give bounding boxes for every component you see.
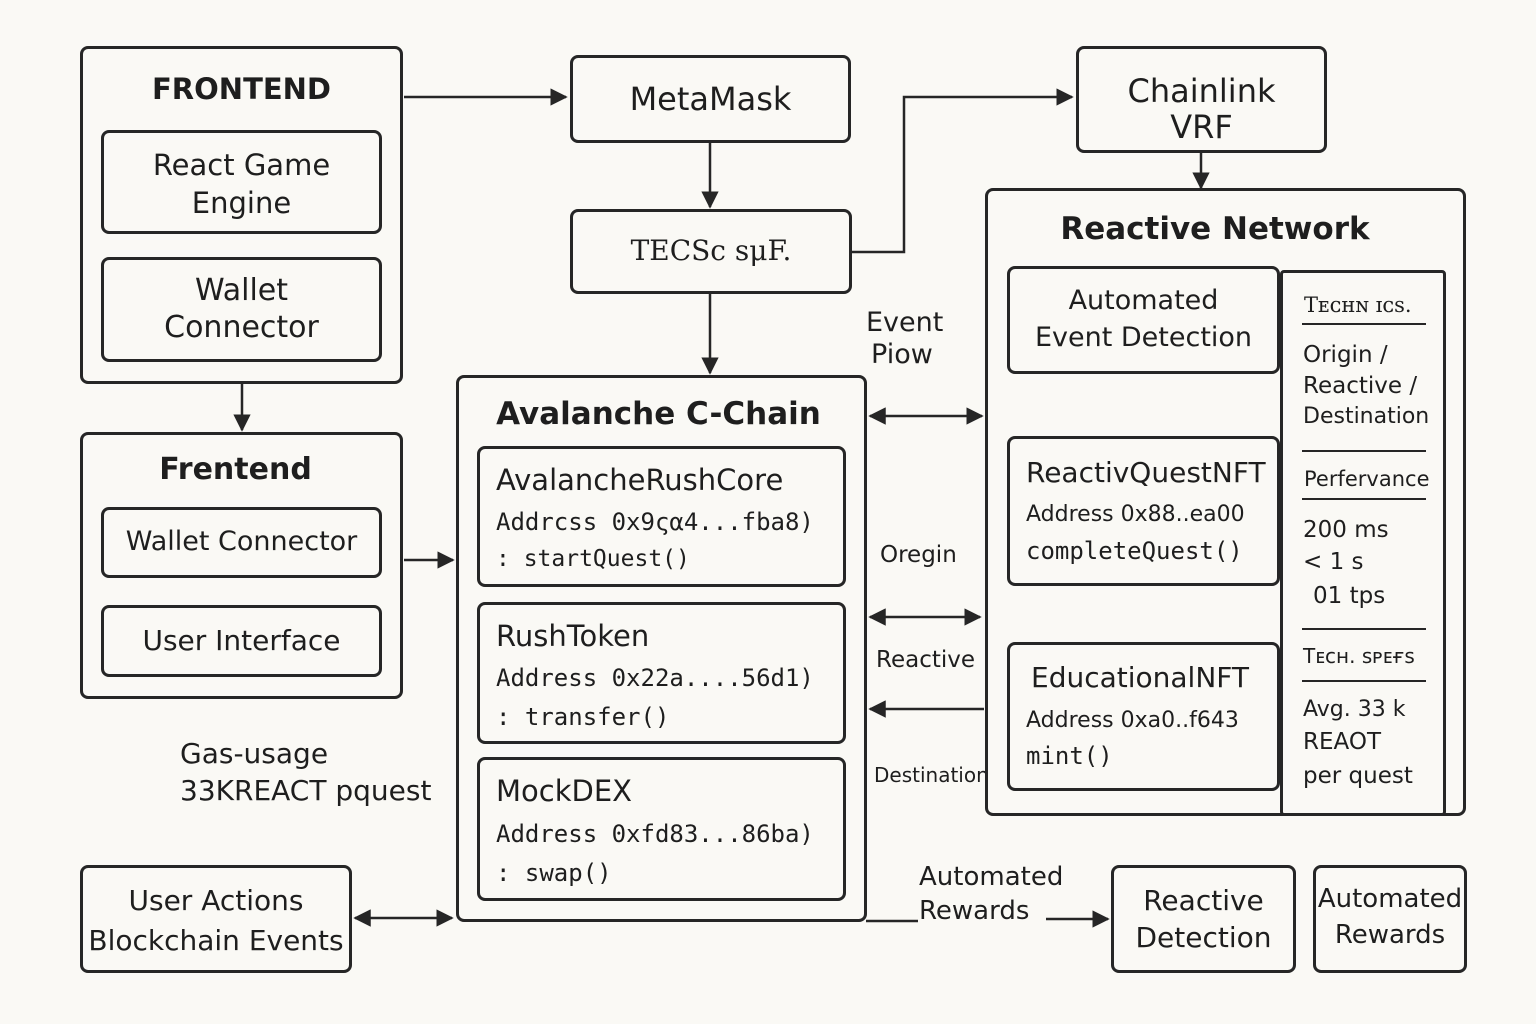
contract-function: : swap(): [496, 859, 612, 887]
wallet-connector-box[interactable]: [101, 257, 382, 362]
side-origin-line-3: Destination: [1303, 404, 1430, 429]
user-actions-line-1: User Actions: [128, 884, 304, 917]
contract-function: : transfer(): [496, 703, 670, 731]
frontend-title: FRONTEND: [152, 72, 331, 106]
user-actions-line-2: Blockchain Events: [88, 924, 344, 957]
tecsc-box[interactable]: [570, 209, 852, 294]
perf-line-1: 200 ms: [1303, 517, 1389, 543]
reactive-network-title: Reactive Network: [1060, 211, 1370, 247]
wallet-connector-label-2: Wallet Connector: [125, 526, 358, 557]
side-panel-divider-2: [1302, 450, 1426, 452]
side-origin-line-1: Origin /: [1303, 342, 1388, 368]
contract-function: : startQuest(): [496, 546, 690, 572]
spec-line-3: per quest: [1303, 763, 1413, 789]
contract-rush-token[interactable]: [477, 602, 846, 744]
frentend-title: Frentend: [159, 452, 312, 487]
educational-nft-box[interactable]: [1007, 642, 1280, 791]
side-panel-heading-3: Tᴇᴄʜ. sᴘᴇғs: [1303, 644, 1415, 668]
side-panel-divider-3: [1302, 498, 1426, 500]
perf-line-3: 01 tps: [1313, 583, 1386, 609]
side-panel: [1280, 270, 1446, 816]
tecsc-label: TECSc sμF.: [630, 234, 792, 267]
react-game-engine-box[interactable]: [101, 130, 382, 234]
gas-usage-line-1: Gas-usage: [180, 737, 329, 770]
edu-nft-function: mint(): [1026, 742, 1113, 770]
contract-address: Address 0x22a....56d1): [496, 664, 814, 692]
spec-line-2: REAOT: [1303, 729, 1381, 755]
contract-name: MockDEX: [496, 774, 633, 808]
side-panel-heading-2: Perfervance: [1304, 467, 1430, 491]
chainlink-line-1: Chainlink: [1127, 72, 1276, 110]
quest-nft-box[interactable]: [1007, 436, 1280, 586]
contract-mock-dex[interactable]: [477, 757, 846, 901]
automated-rewards-box-line-1: Automated: [1317, 884, 1463, 914]
automated-rewards-box[interactable]: [1313, 865, 1467, 973]
avalanche-title: Avalanche C-Chain: [496, 396, 821, 432]
side-panel-heading-1: Tᴇᴄʜɴ ɪᴄs.: [1304, 293, 1412, 317]
side-panel-divider-1: [1302, 323, 1426, 325]
chainlink-vrf-box[interactable]: [1076, 46, 1327, 153]
reactive-detection-line-1: Reactive: [1143, 884, 1264, 917]
wallet-connector-label: Wallet Connector: [164, 273, 319, 345]
event-flow-label-2: Piow: [871, 339, 933, 370]
react-game-engine-label: React Game Engine: [152, 148, 331, 220]
event-flow-label-1: Event: [866, 307, 944, 338]
automated-rewards-label-1: Automated: [919, 862, 1064, 892]
contract-avalanche-rush-core[interactable]: [477, 446, 846, 587]
wallet-connector-box-2[interactable]: [101, 507, 382, 578]
metamask-label: MetaMask: [629, 80, 792, 118]
arrow-tecsc-chainlink: [852, 88, 1074, 254]
user-actions-box[interactable]: [80, 865, 352, 973]
quest-nft-function: completeQuest(): [1026, 537, 1243, 565]
user-interface-box[interactable]: [101, 605, 382, 677]
edu-nft-address: Address 0xa0..f643: [1026, 708, 1239, 733]
reactive-label: Reactive: [876, 647, 976, 673]
quest-nft-name: ReactivQuestNFT: [1026, 456, 1266, 489]
gas-usage-line-2: 33KREACT pquest: [180, 774, 432, 807]
automated-rewards-box-line-2: Rewards: [1334, 920, 1446, 950]
contract-address: Address 0xfd83...86ba): [496, 820, 814, 848]
side-panel-divider-5: [1302, 680, 1426, 682]
origin-label: Oregin: [880, 542, 957, 568]
side-panel-divider-4: [1302, 628, 1426, 630]
contract-address: Addrcss 0x9ςα4...fba8): [496, 508, 814, 536]
automated-event-detection-box[interactable]: [1007, 266, 1280, 374]
perf-line-2: < 1 s: [1303, 549, 1364, 575]
chainlink-line-2: VRF: [1170, 108, 1233, 146]
edu-nft-name: EducationalNFT: [1031, 661, 1249, 694]
metamask-box[interactable]: [570, 55, 851, 143]
user-interface-label: User Interface: [142, 624, 341, 657]
automated-rewards-label-2: Rewards: [919, 896, 1030, 926]
reactive-detection-line-2: Detection: [1135, 921, 1272, 954]
destination-label: Destination: [874, 763, 989, 787]
spec-line-1: Avg. 33 k: [1303, 697, 1406, 722]
quest-nft-address: Address 0x88..ea00: [1026, 502, 1245, 527]
contract-name: RushToken: [496, 619, 650, 653]
automated-detection-line-2: Event Detection: [1034, 322, 1253, 353]
side-origin-line-2: Reactive /: [1303, 373, 1418, 399]
automated-detection-line-1: Automated: [1068, 285, 1219, 316]
reactive-detection-box[interactable]: [1111, 865, 1296, 973]
contract-name: AvalancheRushCore: [496, 463, 784, 497]
